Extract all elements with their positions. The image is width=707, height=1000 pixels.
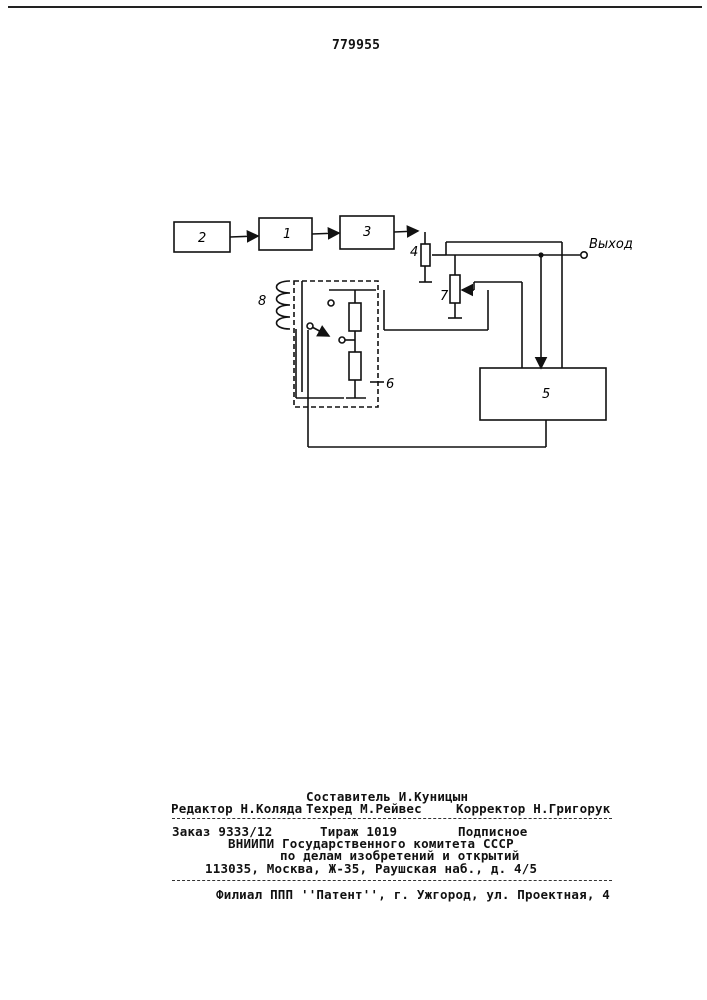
potentiometer-7	[450, 275, 460, 303]
output-terminal	[581, 252, 587, 258]
output-label: Выход	[589, 237, 633, 252]
switch-blade	[312, 327, 329, 336]
resistor-upper	[349, 303, 361, 331]
techred-line: Техред М.Рейвес	[306, 801, 422, 816]
block-3-label: 3	[363, 225, 371, 240]
label-8: 8	[258, 294, 266, 309]
corrector-line: Корректор Н.Григорук	[456, 801, 611, 816]
label-6: 6	[386, 377, 394, 392]
editor-line: Редактор Н.Коляда	[171, 801, 302, 816]
footer-rule-1	[172, 818, 612, 820]
arrow-3-out	[394, 231, 418, 232]
circuit-diagram: 2 1 3 5 4 7 8 6 Выход	[0, 0, 707, 480]
address-line: 113035, Москва, Ж-35, Раушская наб., д. …	[205, 861, 537, 876]
label-7: 7	[440, 289, 449, 304]
inductor-8	[277, 281, 291, 329]
label-4: 4	[410, 245, 418, 260]
resistor-lower	[349, 352, 361, 380]
footer-rule-2	[172, 880, 612, 882]
arrow-2-to-1	[230, 236, 258, 237]
block-2-label: 2	[198, 231, 206, 246]
potentiometer-4	[421, 244, 430, 266]
switch-pivot	[307, 323, 313, 329]
arrow-1-to-3	[312, 233, 339, 234]
branch-line: Филиал ППП ''Патент'', г. Ужгород, ул. П…	[216, 887, 610, 902]
enclosure-6	[294, 281, 378, 407]
block-1-label: 1	[283, 227, 291, 242]
block-5-label: 5	[542, 387, 550, 402]
